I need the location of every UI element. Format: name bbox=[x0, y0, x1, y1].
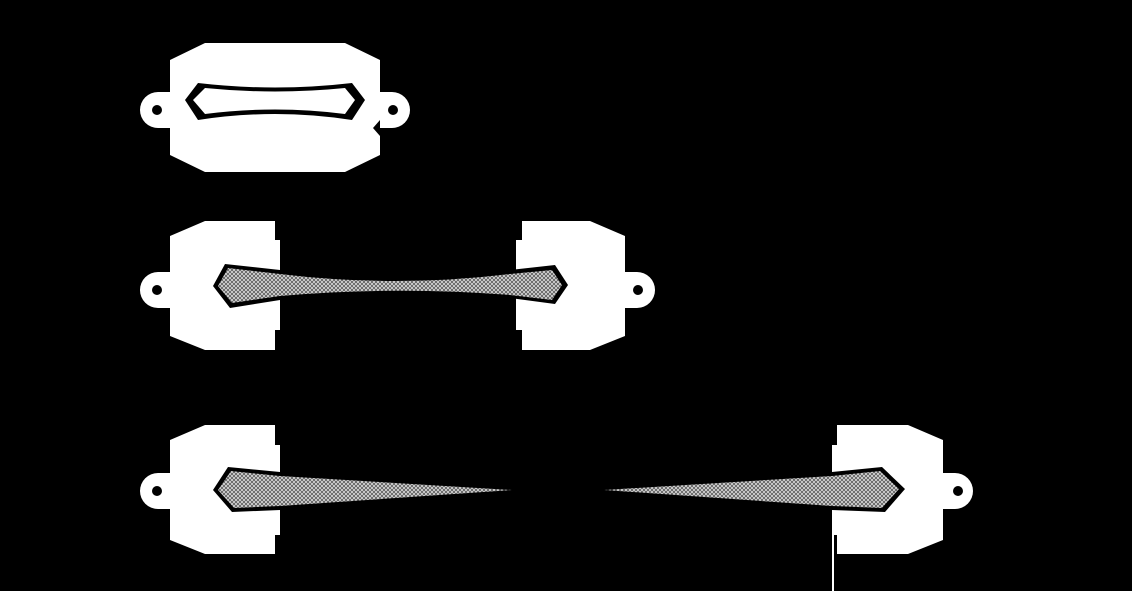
left-pin-hole-icon bbox=[152, 105, 162, 115]
necked-specimen bbox=[213, 264, 568, 308]
panel-unstretched bbox=[140, 43, 410, 172]
specimen-gap bbox=[193, 88, 355, 114]
left-pin-hole-icon bbox=[152, 285, 162, 295]
right-fracture-half bbox=[600, 467, 905, 512]
left-fracture-half bbox=[213, 467, 515, 512]
left-pin-hole-icon bbox=[152, 486, 162, 496]
left-pin-tab bbox=[140, 92, 170, 128]
right-pin-hole-icon bbox=[633, 285, 643, 295]
right-pin-hole-icon bbox=[953, 486, 963, 496]
panel-stretched bbox=[139, 221, 656, 350]
panel-fractured bbox=[140, 425, 973, 591]
right-pin-tab bbox=[380, 92, 410, 128]
right-pin-hole-icon bbox=[388, 105, 398, 115]
right-grip bbox=[516, 221, 656, 350]
